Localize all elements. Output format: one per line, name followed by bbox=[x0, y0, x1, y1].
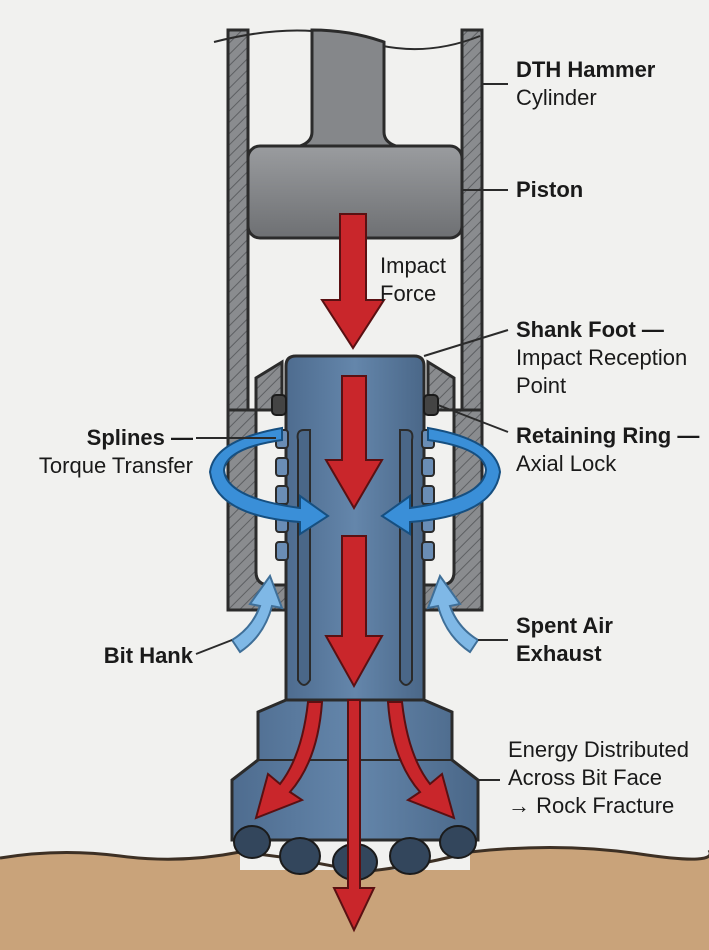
label-shank-line3: Point bbox=[516, 373, 567, 398]
label-splines-title: Splines — bbox=[86, 425, 193, 450]
label-impact-line1: Impact bbox=[380, 253, 447, 278]
label-energy-line2: Across Bit Face bbox=[508, 765, 663, 790]
torque-rotation-arrow-right bbox=[380, 426, 502, 536]
label-energy-line3: → Rock Fracture bbox=[508, 793, 675, 818]
label-cylinder-sub: Cylinder bbox=[516, 85, 597, 110]
label-spent-air-exhaust: Spent Air Exhaust bbox=[516, 612, 613, 668]
label-piston: Piston bbox=[516, 176, 583, 204]
shank-force-arrow bbox=[324, 375, 384, 510]
label-shank-title: Shank Foot — bbox=[516, 317, 664, 342]
label-piston-title: Piston bbox=[516, 177, 584, 202]
label-exhaust-line1: Spent Air bbox=[516, 613, 613, 638]
label-bit-hank: Bit Hank bbox=[104, 642, 193, 670]
air-arrow-right bbox=[426, 573, 480, 654]
leader-lines bbox=[195, 83, 509, 781]
bit-face-force-arrows bbox=[254, 699, 456, 933]
label-dth-hammer-cylinder: DTH Hammer Cylinder bbox=[516, 56, 655, 112]
label-impact-force: Impact Force bbox=[380, 252, 446, 308]
label-retaining-ring: Retaining Ring — Axial Lock bbox=[516, 422, 699, 478]
hammer-cylinder bbox=[213, 28, 484, 412]
label-shank-line2: Impact Reception bbox=[516, 345, 688, 370]
label-energy-line1: Energy Distributed bbox=[508, 737, 689, 762]
label-retaining-sub: Axial Lock bbox=[516, 451, 617, 476]
label-cylinder-title: DTH Hammer bbox=[516, 57, 656, 82]
label-retaining-title: Retaining Ring — bbox=[516, 423, 700, 448]
impact-force-arrow bbox=[320, 213, 386, 350]
label-energy-distributed: Energy Distributed Across Bit Face → Roc… bbox=[508, 736, 689, 820]
air-arrow-left bbox=[230, 573, 284, 654]
label-bit-hank-title: Bit Hank bbox=[103, 643, 193, 668]
bit-shank bbox=[271, 354, 439, 702]
label-splines: Splines — Torque Transfer bbox=[39, 424, 193, 480]
label-shank-foot: Shank Foot — Impact Reception Point bbox=[516, 316, 687, 400]
label-exhaust-line2: Exhaust bbox=[516, 641, 602, 666]
label-impact-line2: Force bbox=[380, 281, 437, 306]
torque-rotation-arrow-left bbox=[208, 426, 330, 536]
lower-force-arrow bbox=[324, 535, 384, 689]
label-splines-sub: Torque Transfer bbox=[38, 453, 193, 478]
piston bbox=[246, 28, 464, 240]
